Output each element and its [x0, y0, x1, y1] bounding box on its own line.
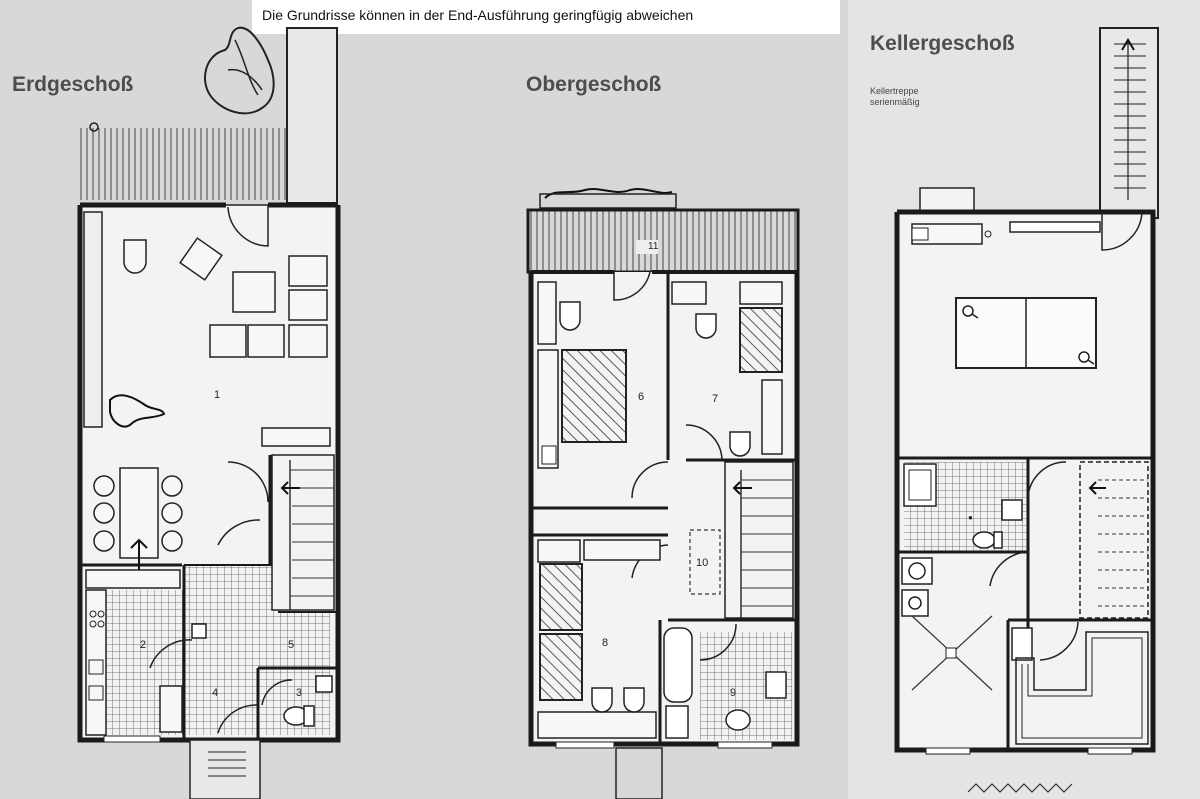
terrace-decking	[76, 128, 288, 200]
shelf	[583, 539, 661, 561]
obergeschoss-plan: 6 7 8 9 10 11	[526, 188, 800, 799]
wardrobe	[537, 349, 559, 469]
bench	[261, 427, 331, 447]
chair-icon	[591, 687, 613, 713]
paddle-icon	[962, 305, 974, 317]
hatch-marking	[967, 783, 1073, 793]
coffee-table	[232, 271, 276, 313]
attic-hatch	[689, 529, 721, 595]
dryer-icon	[901, 589, 929, 617]
plant-icon	[109, 394, 166, 428]
ground-floor-staircase	[271, 454, 335, 611]
basement-stair-note: Kellertreppe	[870, 86, 919, 96]
garden-lamp-icon	[89, 122, 99, 132]
single-bed	[539, 633, 583, 701]
sink-icon	[665, 705, 689, 739]
paddle-icon	[1078, 351, 1090, 363]
room-number: 3	[296, 687, 302, 699]
room-number: 5	[288, 639, 294, 651]
single-bed	[739, 307, 783, 373]
lamp-icon	[123, 239, 147, 274]
entrance-steps	[189, 739, 261, 799]
chair-icon	[161, 475, 183, 497]
chair-icon	[161, 530, 183, 552]
lamp-icon	[695, 313, 717, 339]
lamp-icon	[559, 301, 581, 331]
oil-tank	[1015, 631, 1149, 745]
sofa-seat	[288, 289, 328, 321]
garden-stair	[286, 27, 338, 204]
wardrobe	[761, 379, 783, 455]
double-bed	[561, 349, 627, 443]
garden-shrub	[204, 26, 275, 115]
kellergeschoss-plan: ●	[894, 27, 1159, 793]
chair-icon	[93, 475, 115, 497]
chair-icon	[729, 431, 751, 457]
toilet-icon	[972, 531, 996, 549]
chair-icon	[93, 502, 115, 524]
desk	[537, 711, 657, 739]
room-number: 10	[696, 557, 708, 569]
room-number: 4	[212, 687, 218, 699]
sink-icon	[315, 675, 333, 693]
room-number: 6	[638, 391, 644, 403]
upper-floor-staircase	[724, 461, 794, 619]
chair-icon	[623, 687, 645, 713]
wardrobe	[537, 281, 557, 345]
basement-stair-note: serienmäßig	[870, 97, 920, 107]
planter-box	[539, 193, 677, 209]
erdgeschoss-title: Erdgeschoß	[12, 73, 134, 96]
room-number: 7	[712, 393, 718, 405]
hall-tiles	[185, 565, 278, 735]
bathtub	[663, 627, 693, 703]
room-number: 11	[648, 241, 659, 252]
single-bed	[539, 563, 583, 631]
chair-icon	[161, 502, 183, 524]
disclaimer-text: Die Grundrisse können in der End-Ausführ…	[262, 7, 693, 23]
room-number: 2	[140, 639, 146, 651]
svg-text:●: ●	[968, 513, 973, 522]
room-number: 8	[602, 637, 608, 649]
boiler-icon	[191, 623, 207, 639]
sofa-seat	[247, 324, 285, 358]
sofa-seat	[288, 255, 328, 287]
balcony-railing	[615, 747, 663, 799]
erdgeschoss-plan: 1 2 3 4 5	[76, 26, 341, 799]
kitchen-counter	[85, 569, 181, 589]
fridge	[159, 685, 183, 733]
sideboard	[83, 211, 103, 428]
sink-icon	[765, 671, 787, 699]
basement-staircase	[1079, 461, 1149, 619]
room-number: 9	[730, 687, 736, 699]
sofa-seat	[288, 324, 328, 358]
toilet-icon	[725, 709, 751, 731]
boiler-icon	[1011, 627, 1033, 661]
room-number: 1	[214, 389, 220, 401]
kellergeschoss-title: Kellergeschoß	[870, 32, 1015, 55]
obergeschoss-title: Obergeschoß	[526, 73, 662, 96]
sink-icon	[1001, 499, 1023, 521]
balcony	[526, 208, 800, 274]
sofa-seat	[209, 324, 247, 358]
shelf	[1009, 221, 1101, 233]
chair-icon	[93, 530, 115, 552]
planter-plants	[544, 188, 673, 199]
armchair	[179, 237, 223, 281]
washing-machine-icon	[901, 557, 933, 585]
disclaimer-box	[252, 0, 840, 34]
